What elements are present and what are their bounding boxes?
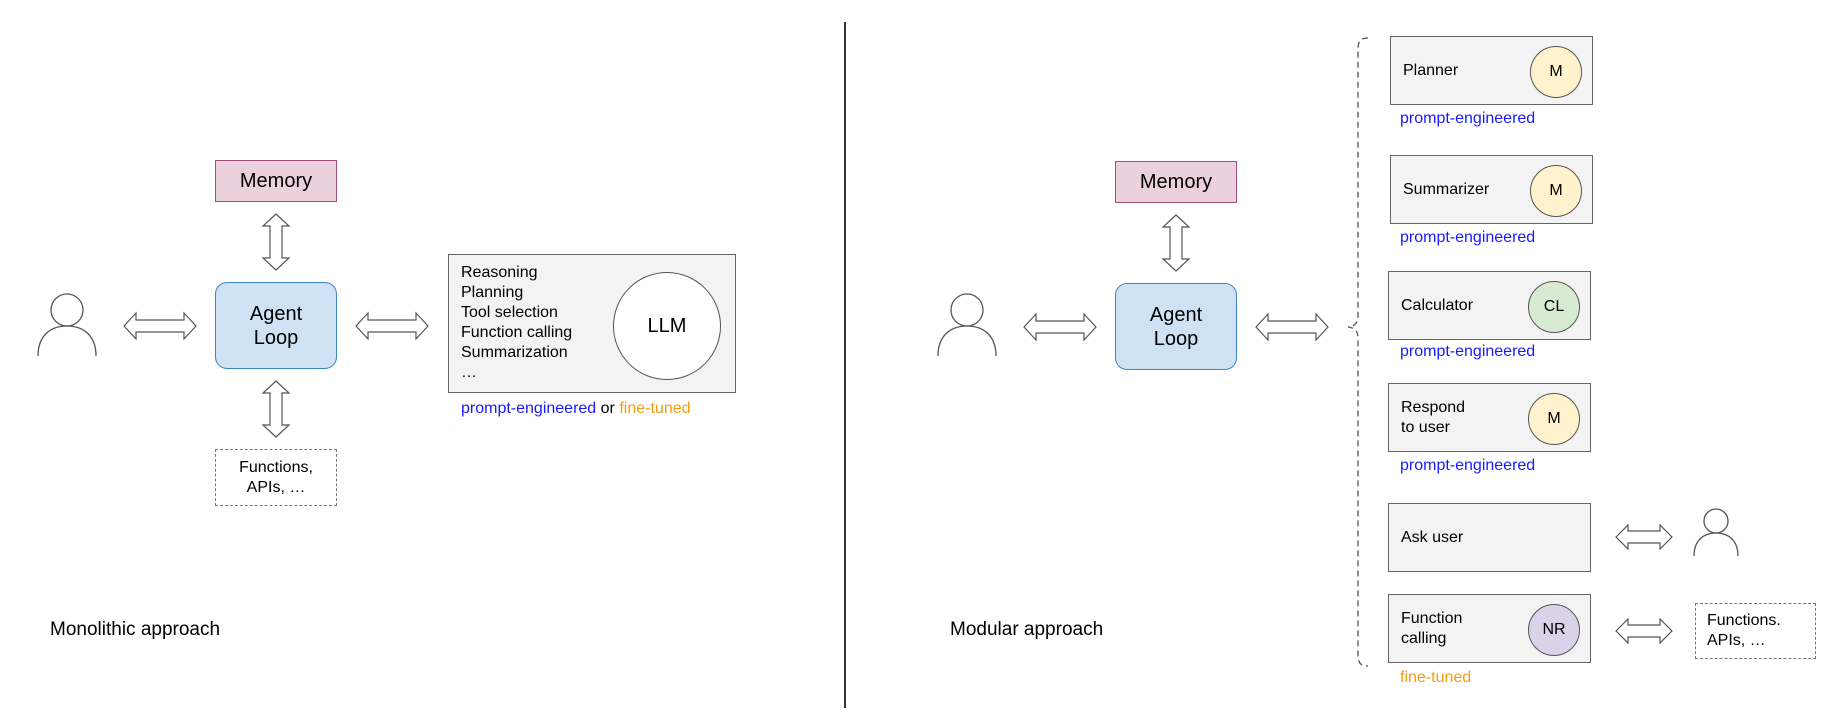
module-label: Planner	[1403, 61, 1458, 81]
user-icon	[37, 293, 97, 357]
model-badge: M	[1528, 392, 1580, 445]
functions-line2: APIs, …	[1707, 632, 1766, 649]
module-tag: prompt-engineered	[1400, 343, 1536, 360]
module-tag: prompt-engineered	[1400, 457, 1536, 474]
module-label-line1: Planner	[1403, 61, 1459, 79]
memory-box: Memory	[215, 160, 337, 202]
agent-to-llm-arrow	[355, 311, 429, 341]
tuning-or: or	[600, 400, 615, 417]
functions-line1: Functions.	[1707, 612, 1781, 629]
fine-tuned-tag: fine-tuned	[619, 400, 691, 417]
llm-capabilities-list: Reasoning Planning Tool selection Functi…	[461, 263, 572, 383]
module-respond-to-user: Respond to user M	[1388, 383, 1591, 452]
agent-loop-line1: Agent	[1149, 303, 1203, 326]
functions-line2: APIs, …	[246, 478, 306, 496]
monolithic-caption: Monolithic approach	[50, 619, 221, 640]
llm-capability: Reasoning	[461, 264, 538, 281]
model-badge: M	[1530, 164, 1582, 217]
llm-box: Reasoning Planning Tool selection Functi…	[448, 254, 736, 393]
module-ask-user: Ask user	[1388, 503, 1591, 572]
module-tag: prompt-engineered	[1400, 229, 1536, 246]
functions-apis-box: Functions, APIs, …	[215, 449, 337, 506]
module-label: Summarizer	[1403, 180, 1489, 200]
llm-circle: LLM	[613, 272, 721, 380]
model-badge: NR	[1528, 603, 1580, 656]
agent-loop-line1: Agent	[249, 302, 303, 325]
module-label-line1: Calculator	[1401, 296, 1474, 314]
module-label-line1: Function	[1401, 609, 1463, 627]
model-badge: CL	[1528, 280, 1580, 333]
curly-brace-icon	[1347, 37, 1369, 667]
module-label-line1: Summarizer	[1403, 180, 1490, 198]
user-icon	[937, 293, 997, 357]
module-tag: prompt-engineered	[1400, 110, 1536, 127]
memory-label: Memory	[1139, 170, 1213, 193]
module-label-line2: calling	[1401, 629, 1447, 647]
agent-loop-box: Agent Loop	[215, 282, 337, 369]
agent-loop-line2: Loop	[1153, 327, 1199, 350]
user-to-agent-arrow	[123, 311, 197, 341]
module-label: Ask user	[1401, 528, 1463, 548]
llm-capability: Function calling	[461, 324, 573, 341]
module-planner: Planner M	[1390, 36, 1593, 105]
agent-loop-box-modular: Agent Loop	[1115, 283, 1237, 370]
functions-line1: Functions,	[239, 458, 313, 476]
prompt-engineered-tag: prompt-engineered	[461, 400, 597, 417]
module-label-line1: Respond	[1401, 398, 1466, 416]
module-label-line1: Ask user	[1401, 528, 1464, 546]
agent-loop-line2: Loop	[253, 326, 299, 349]
memory-box-modular: Memory	[1115, 161, 1237, 203]
modular-caption: Modular approach	[950, 619, 1104, 640]
llm-tuning-tag: prompt-engineered or fine-tuned	[461, 400, 691, 418]
agent-functions-arrow	[261, 380, 291, 438]
memory-label: Memory	[239, 169, 313, 192]
module-label: Function calling	[1401, 609, 1462, 649]
model-badge: M	[1530, 45, 1582, 98]
llm-capability: Tool selection	[461, 304, 558, 321]
ask-user-arrow	[1615, 523, 1673, 551]
agent-to-modules-arrow	[1255, 312, 1329, 342]
module-label: Respond to user	[1401, 398, 1465, 438]
module-tag: fine-tuned	[1400, 669, 1472, 686]
llm-label: LLM	[647, 314, 687, 337]
module-label: Calculator	[1401, 296, 1473, 316]
llm-capability: …	[461, 364, 477, 381]
memory-agent-arrow-modular	[1161, 214, 1191, 272]
llm-capability: Planning	[461, 284, 524, 301]
module-function-calling: Function calling NR	[1388, 594, 1591, 663]
user-icon	[1693, 508, 1739, 557]
module-summarizer: Summarizer M	[1390, 155, 1593, 224]
module-calculator: Calculator CL	[1388, 271, 1591, 340]
functions-apis-box-modular: Functions. APIs, …	[1695, 603, 1816, 659]
user-to-agent-arrow-modular	[1023, 312, 1097, 342]
function-calling-arrow	[1615, 617, 1673, 645]
module-label-line2: to user	[1401, 418, 1450, 436]
llm-capability: Summarization	[461, 344, 568, 361]
memory-agent-arrow	[261, 213, 291, 271]
